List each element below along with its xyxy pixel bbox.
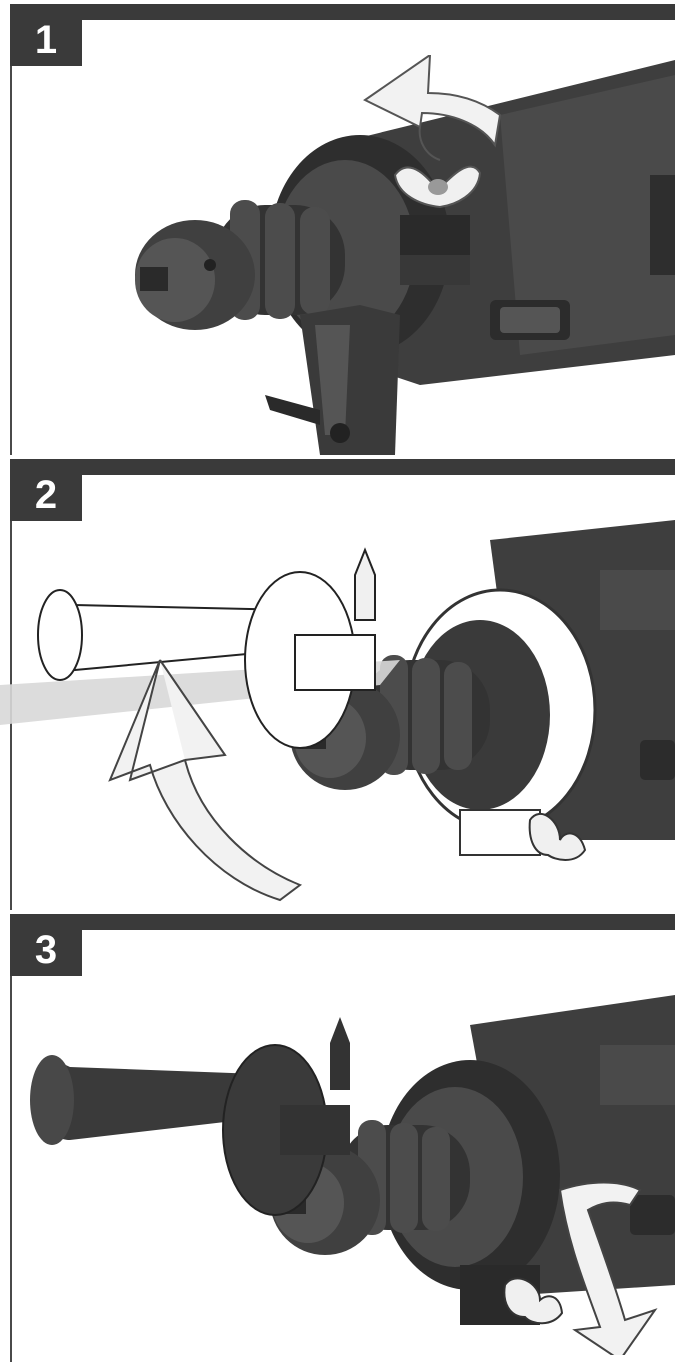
- rotate-arrow-icon: [108, 659, 303, 902]
- figure-2-panel: 2: [0, 455, 675, 910]
- figure-3-number: 3: [10, 924, 82, 976]
- drill-icon: [135, 60, 675, 455]
- wing-nut-icon: [528, 812, 587, 861]
- figure-3-header-bar: [10, 914, 675, 930]
- figure-2-illustration: [0, 520, 675, 902]
- chuck: [135, 200, 345, 330]
- figure-1-number: 1: [10, 14, 82, 66]
- side-handle-icon: [0, 547, 400, 749]
- rotate-arrow-icon: [558, 1181, 658, 1355]
- figure-1-header-bar: [10, 4, 675, 20]
- wing-nut-icon: [503, 1277, 564, 1325]
- side-handle-icon: [30, 1017, 350, 1216]
- figure-1-frame-line: [10, 66, 12, 455]
- figure-3-panel: 3: [0, 910, 675, 1362]
- drill-icon: [270, 995, 675, 1325]
- rotate-arrow-icon: [363, 55, 502, 161]
- wing-nut-icon: [393, 165, 482, 209]
- figure-3-illustration: [30, 995, 675, 1355]
- figure-2-header-bar: [10, 459, 675, 475]
- figure-2-number: 2: [10, 469, 82, 521]
- figure-1-illustration: [135, 55, 675, 455]
- figure-3-frame-line: [10, 976, 12, 1362]
- figure-1-panel: 1: [0, 0, 675, 455]
